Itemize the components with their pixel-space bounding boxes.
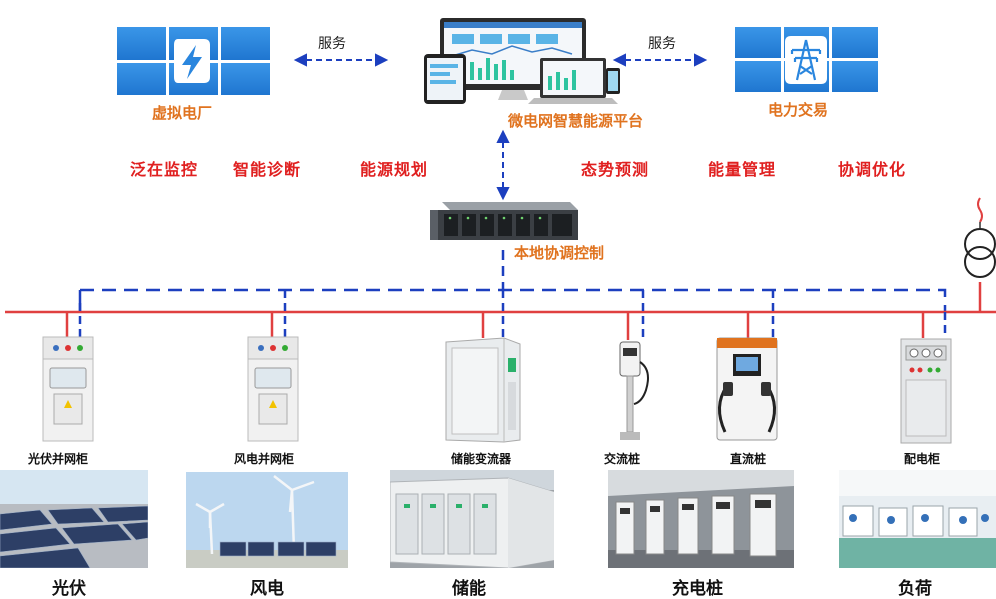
scene-label-load: 负荷 — [898, 579, 932, 599]
function-energy-planning: 能源规划 — [360, 160, 429, 179]
scene-photo-storage — [390, 470, 554, 568]
scene-label-charging: 充电桩 — [672, 579, 723, 599]
scene-photo-charging — [608, 470, 794, 568]
ac-charging-pile — [612, 340, 656, 444]
power-drops — [65, 312, 925, 340]
wind-grid-cabinet — [247, 336, 299, 442]
lightning-icon — [167, 36, 217, 86]
function-coordinated-optimization: 协调优化 — [838, 160, 907, 179]
service-label-left: 服务 — [318, 36, 346, 52]
scene-photo-load — [839, 470, 996, 568]
device-label-dc-pile: 直流桩 — [730, 452, 767, 466]
scene-label-storage: 储能 — [452, 579, 486, 599]
distribution-cabinet — [900, 338, 952, 444]
vpp-label: 虚拟电厂 — [152, 104, 213, 122]
vpp-panel — [117, 27, 270, 95]
service-arrow-left — [293, 53, 389, 67]
scene-label-pv: 光伏 — [52, 579, 86, 599]
comm-drops — [78, 290, 947, 340]
controller-label: 本地协调控制 — [514, 244, 605, 262]
service-label-right: 服务 — [648, 36, 676, 52]
function-energy-management: 能量管理 — [708, 160, 777, 179]
function-ubiquitous-monitoring: 泛在监控 — [130, 160, 199, 179]
transformer-icon — [958, 196, 996, 286]
device-label-wind-cabinet: 风电并网柜 — [234, 452, 295, 466]
dc-charging-pile — [709, 336, 785, 444]
scene-photo-wind — [186, 472, 348, 568]
device-label-storage-converter: 储能变流器 — [451, 452, 512, 466]
pv-grid-cabinet — [42, 336, 94, 442]
local-controller-device — [430, 200, 580, 244]
power-tower-icon — [780, 33, 832, 87]
service-arrow-right — [612, 53, 708, 67]
platform-screens — [422, 16, 622, 108]
scene-photo-pv — [0, 470, 148, 568]
platform-controller-arrow — [496, 129, 510, 201]
function-intelligent-diagnosis: 智能诊断 — [233, 160, 302, 179]
device-label-pv-cabinet: 光伏并网柜 — [28, 452, 89, 466]
comm-bus — [78, 288, 947, 312]
function-situation-forecast: 态势预测 — [581, 160, 650, 179]
platform-label: 微电网智慧能源平台 — [508, 112, 644, 130]
device-label-ac-pile: 交流桩 — [604, 452, 641, 466]
scene-label-wind: 风电 — [250, 579, 284, 599]
storage-converter — [444, 336, 522, 444]
device-label-distribution-cabinet: 配电柜 — [904, 452, 941, 466]
trade-label: 电力交易 — [768, 101, 829, 119]
